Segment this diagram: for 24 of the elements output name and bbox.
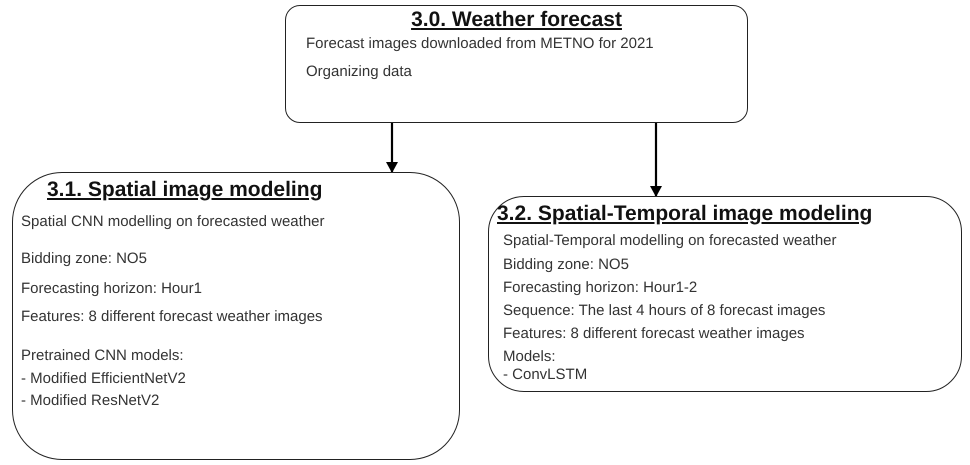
box-text: Forecasting horizon: Hour1-2 xyxy=(503,278,698,298)
box-heading: 3.0. Weather forecast xyxy=(410,7,623,33)
box-text: - Modified EfficientNetV2 xyxy=(21,369,186,389)
box-text: Features: 8 different forecast weather images xyxy=(21,307,323,327)
box-text: Organizing data xyxy=(306,62,412,82)
box-text: Pretrained CNN models: xyxy=(21,346,184,366)
box-text: Bidding zone: NO5 xyxy=(503,255,629,275)
box-text: Features: 8 different forecast weather images xyxy=(503,324,805,344)
process-box xyxy=(12,172,460,460)
box-text: Forecast images downloaded from METNO for 2021 xyxy=(306,34,654,54)
box-text: Sequence: The last 4 hours of 8 forecast images xyxy=(503,301,826,321)
box-text: Forecasting horizon: Hour1 xyxy=(21,279,202,299)
box-text: - Modified ResNetV2 xyxy=(21,391,160,411)
process-box xyxy=(488,196,962,392)
box-text: - ConvLSTM xyxy=(503,365,588,385)
box-heading: 3.1. Spatial image modeling xyxy=(47,177,322,203)
box-text: Models: xyxy=(503,347,556,367)
box-text: Spatial-Temporal modelling on forecasted weather xyxy=(503,231,837,251)
arrow xyxy=(386,123,398,173)
box-heading: 3.2. Spatial-Temporal image modeling xyxy=(497,201,872,227)
box-text: Bidding zone: NO5 xyxy=(21,249,147,269)
box-text: Spatial CNN modelling on forecasted weather xyxy=(21,212,324,232)
arrow xyxy=(650,123,662,197)
process-box xyxy=(285,5,748,123)
